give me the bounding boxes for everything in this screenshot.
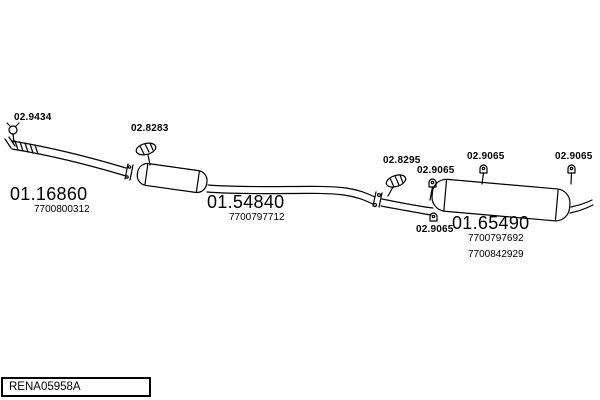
flex-pipe-section bbox=[14, 140, 39, 155]
rear-silencer bbox=[431, 178, 571, 222]
rear-silencer-oem-secondary: 7700842929 bbox=[468, 249, 524, 260]
hanger-rear-label: 02.9065 bbox=[555, 151, 593, 162]
clamp-label: 02.9434 bbox=[14, 112, 52, 123]
mount-icon-front bbox=[135, 142, 157, 166]
hanger-icon-bottom bbox=[429, 212, 438, 222]
drawing-code: RENA05958A bbox=[9, 381, 81, 393]
drawing-code-box: RENA05958A bbox=[1, 377, 151, 397]
front-pipe-number: 01.16860 bbox=[10, 184, 88, 204]
rear-silencer-oem-primary: 7700797692 bbox=[468, 233, 524, 244]
hanger-icon-front bbox=[428, 178, 437, 201]
hanger-mid-label: 02.9065 bbox=[467, 151, 505, 162]
clamp-icon bbox=[6, 122, 20, 143]
center-silencer-oem: 7700797712 bbox=[229, 212, 285, 223]
center-silencer-number: 01.54840 bbox=[207, 192, 285, 212]
mount-icon-rear bbox=[385, 174, 407, 197]
mount-rear-label: 02.8295 bbox=[383, 155, 421, 166]
flange-joint-front bbox=[124, 163, 134, 181]
rear-silencer-number: 01.65490 bbox=[452, 213, 530, 233]
hanger-icon-mid bbox=[479, 164, 488, 185]
mid-pipe bbox=[206, 184, 376, 205]
hanger-icon-rear bbox=[567, 164, 576, 185]
flange-joint-rear bbox=[372, 191, 383, 208]
center-silencer bbox=[136, 162, 208, 194]
front-pipe bbox=[11, 140, 127, 177]
rear-pipe bbox=[380, 198, 434, 216]
mount-front-label: 02.8283 bbox=[131, 123, 169, 134]
tailpipe bbox=[569, 199, 594, 214]
hanger-bottom-label: 02.9065 bbox=[416, 224, 454, 235]
hanger-front-label: 02.9065 bbox=[417, 165, 455, 176]
front-pipe-oem: 7700800312 bbox=[34, 204, 90, 215]
